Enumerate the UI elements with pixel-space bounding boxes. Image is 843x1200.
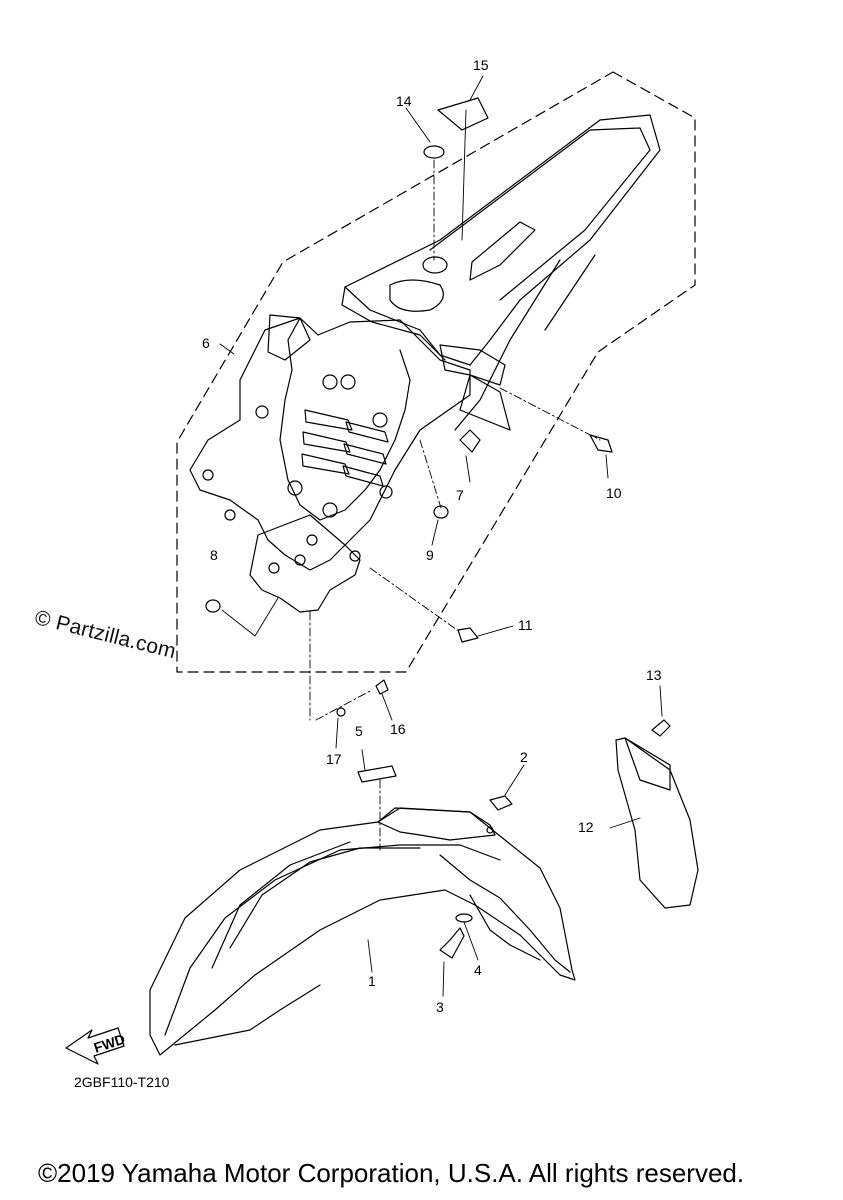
callout-7: 7 xyxy=(456,487,464,503)
decal-5 xyxy=(357,765,397,783)
callout-15: 15 xyxy=(473,57,489,73)
collar-9 xyxy=(433,505,449,519)
callout-labels: 1 2 3 4 5 6 7 8 9 10 11 12 13 14 15 16 1… xyxy=(202,57,662,1015)
bolt-3 xyxy=(439,927,465,959)
callout-9: 9 xyxy=(426,547,434,563)
callout-16: 16 xyxy=(390,721,406,737)
rear-fender-assembly-outline xyxy=(176,71,696,673)
screw-13 xyxy=(651,719,671,737)
callout-14: 14 xyxy=(396,93,412,109)
callout-11: 11 xyxy=(518,617,533,633)
collar-8 xyxy=(205,599,221,613)
callout-2: 2 xyxy=(520,749,528,765)
callout-4: 4 xyxy=(474,962,482,978)
callout-10: 10 xyxy=(606,485,622,501)
callout-3: 3 xyxy=(436,999,444,1015)
fork-guard xyxy=(615,737,699,909)
washer-4 xyxy=(455,913,473,923)
bolt-10 xyxy=(589,434,613,453)
callout-8: 8 xyxy=(210,547,218,563)
diagram-code: 2GBF110-T210 xyxy=(74,1074,170,1090)
collar-2 xyxy=(489,795,513,811)
callout-5: 5 xyxy=(355,723,363,739)
washer-17 xyxy=(336,707,346,717)
callout-6: 6 xyxy=(202,335,210,351)
callout-1: 1 xyxy=(368,973,376,989)
decal-15 xyxy=(437,97,489,131)
rear-fender xyxy=(189,114,661,613)
copyright-notice: ©2019 Yamaha Motor Corporation, U.S.A. A… xyxy=(38,1158,745,1188)
front-fender xyxy=(149,807,576,1056)
callout-13: 13 xyxy=(646,667,662,683)
nut-7 xyxy=(459,429,481,453)
screw-16 xyxy=(375,679,389,695)
fwd-arrow-icon xyxy=(65,1027,125,1065)
callout-12: 12 xyxy=(578,819,594,835)
bolt-11 xyxy=(457,627,479,643)
callout-17: 17 xyxy=(326,751,342,767)
grommet-14 xyxy=(423,145,445,159)
